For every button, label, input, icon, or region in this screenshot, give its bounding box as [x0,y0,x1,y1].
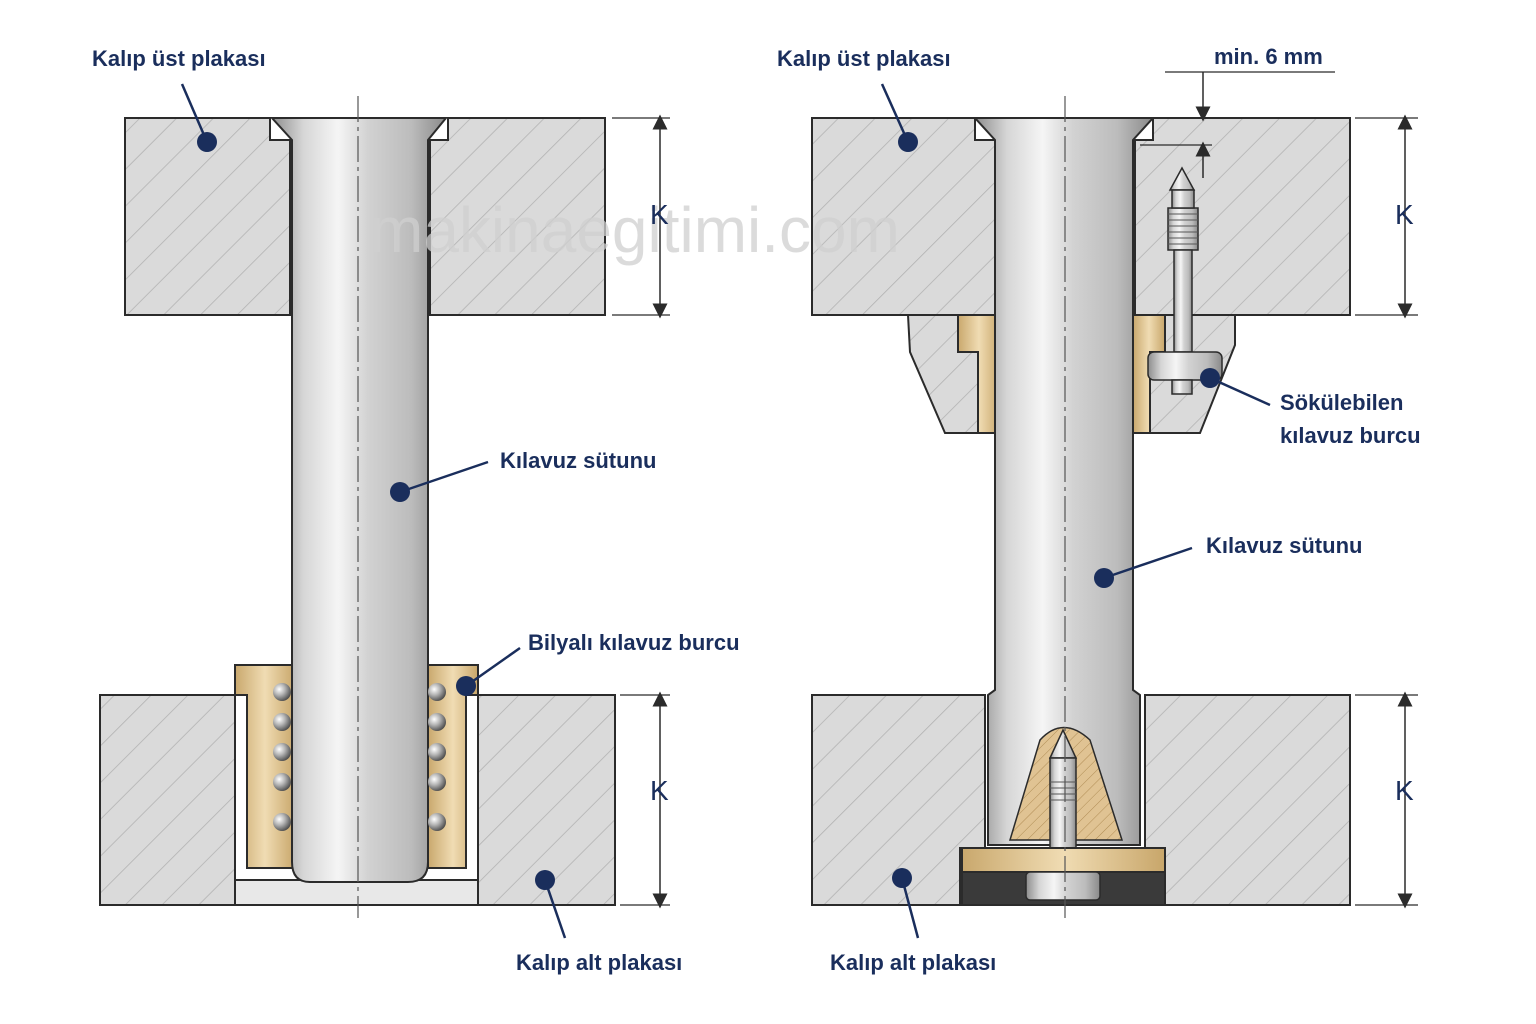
right-dim-upper-label: K [1395,199,1414,230]
right-clearance-label: min. 6 mm [1214,44,1323,69]
ball [428,683,446,701]
ball [428,743,446,761]
ball [273,683,291,701]
ball [273,773,291,791]
left-pillar-label: Kılavuz sütunu [500,448,656,473]
ball [273,813,291,831]
left-lower-plate-right [477,694,616,906]
right-lower-plate-label: Kalıp alt plakası [830,950,996,975]
right-bushing-label-2: kılavuz burcu [1280,423,1421,448]
right-lower-plate-left [811,694,986,906]
left-dim-lower-label: K [650,775,669,806]
ball [273,713,291,731]
right-upper-plate-label: Kalıp üst plakası [777,46,951,71]
right-pillar-label: Kılavuz sütunu [1206,533,1362,558]
left-lower-plate [99,694,236,906]
right-guide-pillar [972,117,1156,846]
left-upper-plate [124,117,291,316]
right-lower-plate-right [1144,694,1351,906]
ball [273,743,291,761]
right-screw-head [1025,871,1101,901]
right-assembly [811,71,1418,918]
left-bushing-label: Bilyalı kılavuz burcu [528,630,740,655]
right-base-washer [961,847,1166,873]
ball [428,773,446,791]
left-dim-upper-label: K [650,199,669,230]
left-upper-plate-label: Kalıp üst plakası [92,46,266,71]
left-balls [273,683,446,831]
right-dim-lower-label: K [1395,775,1414,806]
labels: Kalıp üst plakası Kılavuz sütunu Bilyalı… [92,44,1421,975]
watermark: makinaegitimi.com [370,194,900,266]
left-assembly [99,96,670,918]
right-bushing-label-1: Sökülebilen [1280,390,1403,415]
left-lower-plate-label: Kalıp alt plakası [516,950,682,975]
ball [428,713,446,731]
right-clamp-screw [1147,166,1223,395]
ball [428,813,446,831]
left-guide-pillar [269,117,449,883]
leader-lines [180,83,1271,939]
left-upper-plate-right [429,117,606,316]
left-pocket-floor [234,879,479,906]
